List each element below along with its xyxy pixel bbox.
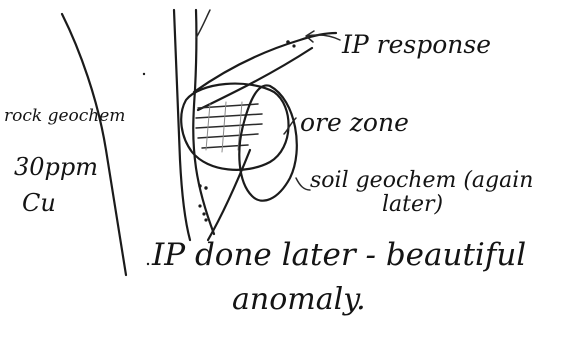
ore-zone-label: ore zone <box>300 110 409 135</box>
rock-geochem-element: Cu <box>22 191 56 215</box>
rock-geochem-label: rock geochem <box>4 107 125 127</box>
soil-geochem-note: later) <box>382 194 443 216</box>
ip-response-label: IP response <box>342 32 491 57</box>
anomaly-note: anomaly. <box>232 285 366 315</box>
soil-geochem-label: soil geochem (again <box>310 168 533 194</box>
sample-dots <box>143 40 296 265</box>
dyke-right-wall <box>193 10 214 234</box>
dyke-branch <box>196 10 210 38</box>
ore-zone-hatching <box>196 102 262 152</box>
rock-boundary-line <box>62 14 126 275</box>
ore-zone-outline <box>181 84 288 170</box>
trend-line <box>208 150 250 240</box>
ip-done-note: IP done later - beautiful <box>152 240 526 271</box>
soil-geochem-leader <box>296 178 310 190</box>
rock-geochem-value: 30ppm <box>14 155 98 179</box>
ip-response-upper-edge <box>194 33 336 92</box>
soil-geochem-outline <box>239 85 296 200</box>
